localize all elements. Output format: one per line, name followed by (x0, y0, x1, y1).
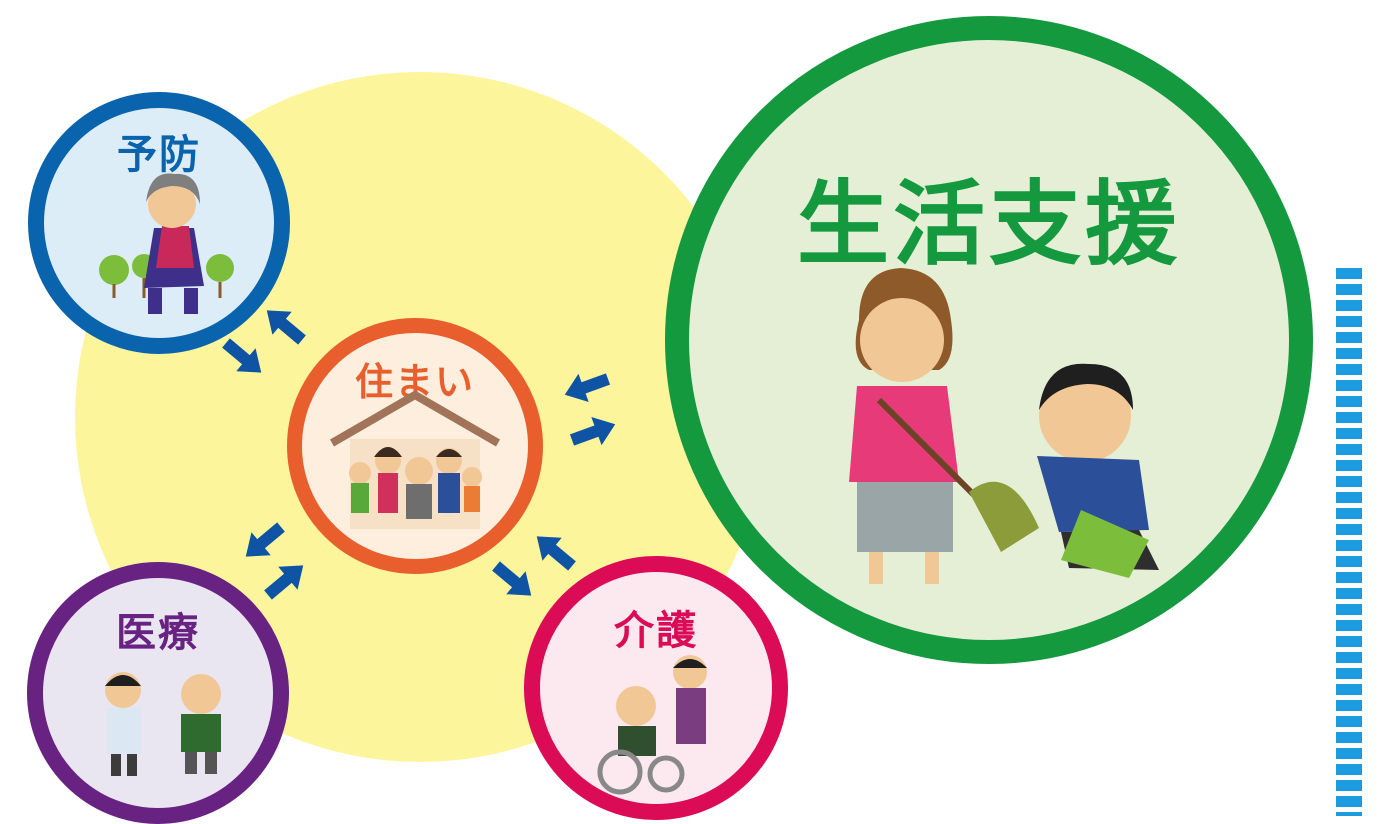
node-care-label: 介護 (614, 608, 698, 654)
dashed-connector-line (1336, 268, 1362, 816)
doctor-patient-icon (105, 672, 221, 776)
node-medical-label: 医療 (116, 610, 200, 656)
family-house-icon (329, 390, 501, 529)
node-life-support: 生活支援 (665, 16, 1313, 664)
node-life-support-label: 生活支援 (796, 171, 1181, 278)
node-prevention: 予防 (28, 92, 290, 354)
arrow-pair-sumai-seikatsu (559, 364, 621, 455)
wheelchair-caregiver-icon (597, 655, 707, 795)
node-prevention-label: 予防 (117, 132, 201, 178)
walking-elderly-woman-icon (99, 173, 234, 314)
node-medical: 医療 (27, 562, 289, 824)
node-housing: 住まい (287, 318, 543, 574)
sweeping-support-icon (849, 268, 1159, 584)
